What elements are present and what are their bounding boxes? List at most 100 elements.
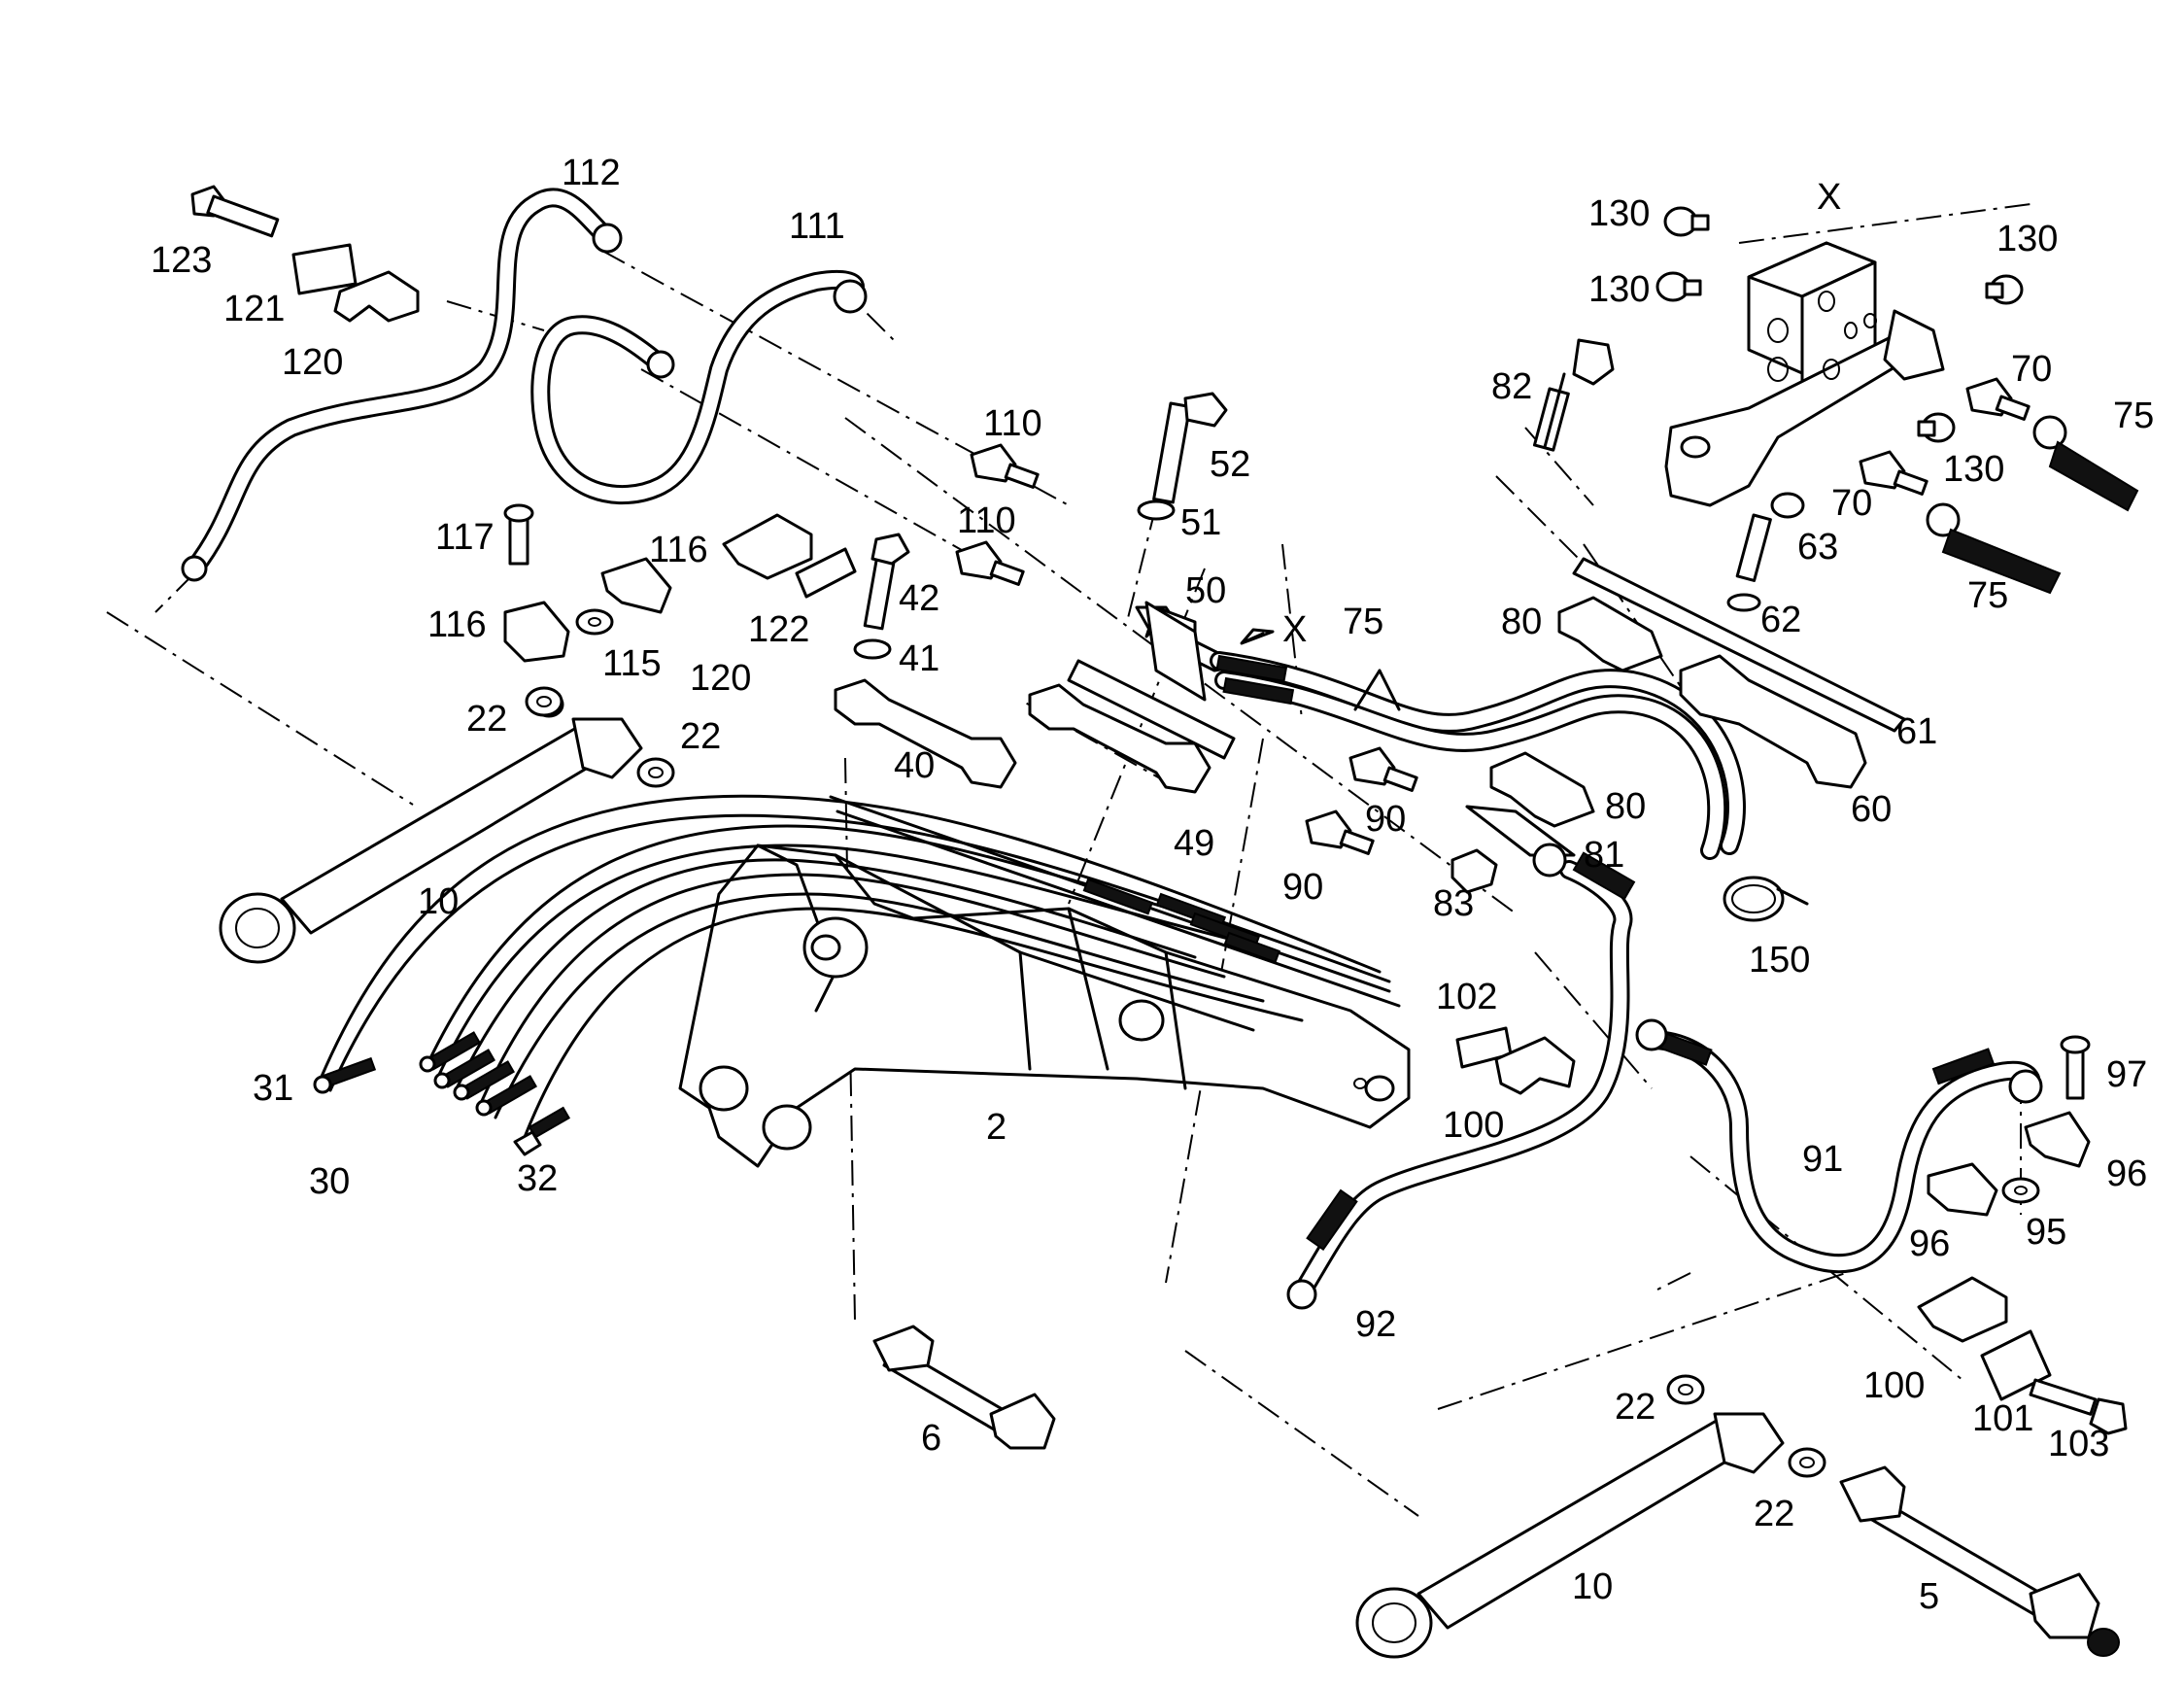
label-90-upper: 90	[1365, 799, 1406, 840]
washer-115	[575, 608, 614, 636]
label-80-upper: 80	[1501, 602, 1542, 642]
plate-61	[1572, 557, 1906, 733]
clamp-116-right	[600, 557, 672, 614]
label-40: 40	[894, 745, 935, 786]
clamp-116-left	[503, 601, 570, 663]
bolt-52	[1152, 392, 1228, 504]
plate-121	[291, 243, 358, 295]
label-122: 122	[748, 609, 809, 650]
fitting-70-upper	[1965, 377, 2030, 421]
label-130-c: 130	[1996, 219, 2058, 259]
label-2: 2	[986, 1107, 1007, 1148]
clamp-80-upper	[1557, 596, 1663, 672]
label-115: 115	[602, 643, 662, 684]
label-123: 123	[151, 240, 212, 281]
label-5: 5	[1919, 1576, 1939, 1617]
washer-95	[2001, 1177, 2040, 1204]
label-22-c: 22	[1615, 1387, 1655, 1428]
bolt-42	[863, 533, 910, 631]
bolt-123	[190, 185, 280, 238]
hose-112	[181, 188, 623, 582]
label-96-right: 96	[2106, 1153, 2147, 1194]
label-120-lower: 120	[690, 658, 751, 699]
plate-81	[1465, 805, 1576, 857]
clamp-150	[1723, 876, 1809, 922]
bolt-63	[1735, 492, 1805, 582]
label-22-a: 22	[466, 699, 507, 740]
label-91: 91	[1802, 1139, 1843, 1180]
label-116-left: 116	[427, 604, 487, 645]
label-x-arrow: X	[1282, 609, 1307, 650]
label-70-upper: 70	[2011, 349, 2052, 390]
label-70-lower: 70	[1831, 483, 1872, 524]
label-100-upper: 100	[1443, 1105, 1504, 1146]
label-10-upper: 10	[418, 881, 459, 922]
hoses-75-middle	[1210, 651, 1746, 860]
clamp-100-upper	[1494, 1036, 1576, 1095]
clamp-96-left	[1927, 1162, 1998, 1217]
label-75-middle: 75	[1343, 602, 1383, 642]
fitting-110-lower	[955, 540, 1025, 586]
label-130-a: 130	[1588, 193, 1650, 234]
label-32: 32	[517, 1158, 558, 1199]
plug-130-b	[1655, 271, 1702, 302]
label-90-lower: 90	[1282, 867, 1323, 908]
label-49: 49	[1174, 823, 1214, 864]
label-60: 60	[1851, 789, 1892, 830]
label-22-b: 22	[680, 716, 721, 757]
label-112: 112	[562, 153, 621, 193]
label-117: 117	[435, 517, 495, 558]
label-42: 42	[899, 578, 939, 619]
bolt-117	[503, 503, 534, 566]
label-92: 92	[1355, 1304, 1396, 1345]
nut-83	[1450, 848, 1498, 894]
label-96-left: 96	[1909, 1223, 1950, 1264]
label-75-right-lower: 75	[1967, 575, 2008, 616]
clamp-60	[1679, 654, 1867, 789]
pin-6	[872, 1325, 1056, 1450]
clamp-80-lower	[1489, 751, 1595, 828]
washer-22-a	[525, 686, 563, 717]
label-41: 41	[899, 638, 939, 679]
plug-130-d	[1917, 412, 1956, 443]
fitting-70-lower	[1859, 450, 1928, 496]
plate-122	[795, 547, 857, 599]
part-labels: 123 112 111 121 120 110 110 52 51 117 11…	[151, 153, 2154, 1617]
label-31: 31	[253, 1068, 293, 1109]
label-22-d: 22	[1754, 1494, 1794, 1534]
label-81: 81	[1584, 835, 1624, 876]
label-6: 6	[921, 1418, 941, 1459]
label-150: 150	[1749, 940, 1810, 981]
hose-75-right-upper	[2032, 415, 2139, 512]
label-110-upper: 110	[983, 403, 1042, 444]
label-103: 103	[2048, 1424, 2109, 1464]
clamp-100-lower	[1917, 1276, 2008, 1343]
label-51: 51	[1180, 502, 1221, 543]
label-95: 95	[2026, 1212, 2066, 1253]
plug-130-c	[1985, 274, 2024, 305]
label-130-d: 130	[1943, 449, 2004, 490]
label-116-right: 116	[649, 530, 708, 570]
fitting-90-lower	[1305, 809, 1375, 855]
plug-130-a	[1663, 206, 1710, 237]
label-102: 102	[1436, 977, 1497, 1017]
label-52: 52	[1210, 444, 1250, 485]
hose-75-right-lower	[1926, 502, 2062, 595]
label-75-right-upper: 75	[2113, 396, 2154, 436]
washer-22-c	[1666, 1374, 1705, 1405]
fitting-110-upper	[970, 443, 1040, 489]
label-x-block: X	[1817, 177, 1841, 218]
label-121: 121	[223, 289, 285, 329]
clamp-120-lower	[722, 513, 813, 580]
label-83: 83	[1433, 883, 1474, 924]
label-61: 61	[1896, 711, 1937, 752]
label-120-upper: 120	[282, 342, 343, 383]
label-110-lower: 110	[957, 500, 1016, 541]
hose-bundle-30	[313, 794, 1401, 1156]
bolt-97	[2060, 1035, 2091, 1100]
clamp-120-upper	[333, 270, 420, 323]
valve-block-x	[1664, 241, 1945, 507]
label-101: 101	[1972, 1398, 2033, 1439]
label-62: 62	[1760, 600, 1801, 640]
